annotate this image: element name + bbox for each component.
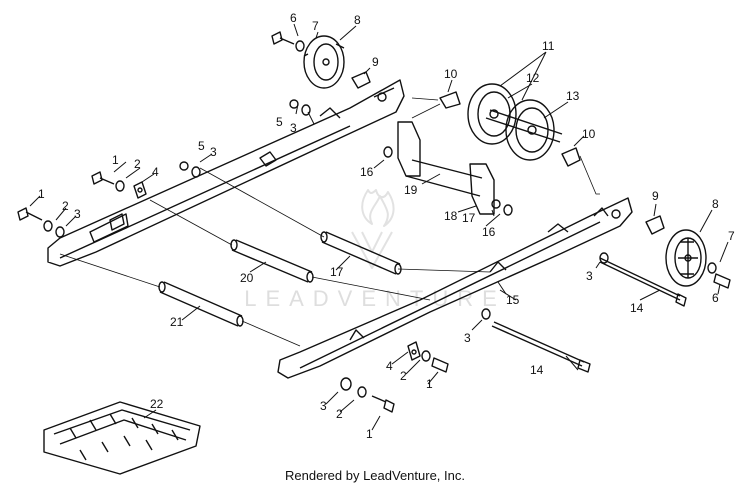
washer-3-right [599,252,609,264]
callout-3-left2: 3 [74,207,81,221]
callout-18: 18 [444,209,458,223]
bolt-1-left [17,207,43,221]
callout-16-upper: 16 [360,165,374,179]
callout-7-upper: 7 [312,19,319,33]
callout-3-upper: 3 [290,121,297,135]
callout-8-upper: 8 [354,13,361,27]
spacer-10-right [561,147,581,167]
assembly-lines [59,97,600,347]
bolt-1-bottom [371,395,395,413]
idler-wheel-1 [467,83,517,145]
callout-17-upper: 17 [462,211,476,225]
callout-3-mid: 3 [464,331,471,345]
long-bolt-14-lower [491,321,591,373]
callout-15: 15 [506,293,520,307]
callout-6-upper: 6 [290,11,297,25]
callout-1-upper: 1 [112,153,119,167]
washer-7-lower [707,262,717,274]
bolt-1-lower-right [431,357,449,373]
washer-7-upper [295,40,305,52]
callout-14-upper: 14 [630,301,644,315]
callout-1-left: 1 [38,187,45,201]
callout-3-left: 3 [210,145,217,159]
callout-5-left: 5 [198,139,205,153]
watermark-logo-icon [351,189,395,269]
callout-11: 11 [542,39,555,53]
bolt-6-lower [713,273,731,289]
washer-2-bottom [357,386,367,398]
callout-9-upper: 9 [372,55,379,69]
callout-22: 22 [150,397,164,411]
callout-21: 21 [170,315,184,329]
watermark: LEADVENTURE [244,286,506,311]
washer-2-mid [115,180,125,192]
spacer-9-upper [351,71,371,89]
bolt-1-mid [91,171,115,185]
callout-5-upper: 5 [276,115,283,129]
long-bolt-14-upper [599,257,687,307]
callout-13: 13 [566,89,580,103]
washer-3-mid [481,308,491,320]
callout-4-upper: 4 [152,165,159,179]
axle-13 [485,109,563,143]
callout-3-bottom: 3 [320,399,327,413]
callout-19: 19 [404,183,418,197]
callout-2-left: 2 [62,199,69,213]
callout-20: 20 [240,271,254,285]
washer-2-left [43,220,53,232]
callout-9-lower: 9 [652,189,659,203]
callout-3-right: 3 [586,269,593,283]
washer-3-upper2 [301,104,311,116]
callout-2-lower: 2 [400,369,407,383]
callout-17-lower: 17 [330,265,344,279]
callout-6-lower: 6 [712,291,719,305]
spacer-10-left [439,91,461,109]
wheel-upper-left [303,35,345,89]
washer-3-bottom [340,377,352,391]
rail-bracket [109,151,277,231]
washer-3-left [55,226,65,238]
callout-14-lower: 14 [530,363,544,377]
callout-7-lower: 7 [728,229,735,243]
nut-5-upper [289,99,299,109]
callout-2-bottom: 2 [336,407,343,421]
washer-16-lower [503,204,513,216]
left-rail [47,79,405,267]
bracket-4-upper [133,181,147,199]
callout-leaders [29,23,729,431]
right-rail [277,197,633,379]
callout-10-upper: 10 [444,67,458,81]
cross-tube-21 [158,281,244,327]
callout-8-lower: 8 [712,197,719,211]
bolt-6-upper [271,31,295,45]
callout-1-lower: 1 [426,377,433,391]
callout-1-bottom: 1 [366,427,373,441]
spacer-9-lower [645,215,665,235]
washer-16-upper [383,146,393,158]
callout-4-lower: 4 [386,359,393,373]
washer-3-upper [191,166,201,178]
wheel-lower-right [665,229,707,287]
callout-10-lower: 10 [582,127,596,141]
rear-cross-shaft [397,121,501,215]
callout-12: 12 [526,71,540,85]
skid-plate-22 [43,401,201,475]
bracket-4-lower [407,341,421,361]
callout-16-lower: 16 [482,225,496,239]
idler-wheel-2 [505,99,555,161]
callout-2-upper: 2 [134,157,141,171]
washer-2-lower [421,350,431,362]
callout-labels: 6 7 8 9 10 11 12 13 10 5 3 5 3 1 2 4 16 … [38,11,735,441]
nut-5-left [179,161,189,171]
footer-credit: Rendered by LeadVenture, Inc. [285,468,465,483]
